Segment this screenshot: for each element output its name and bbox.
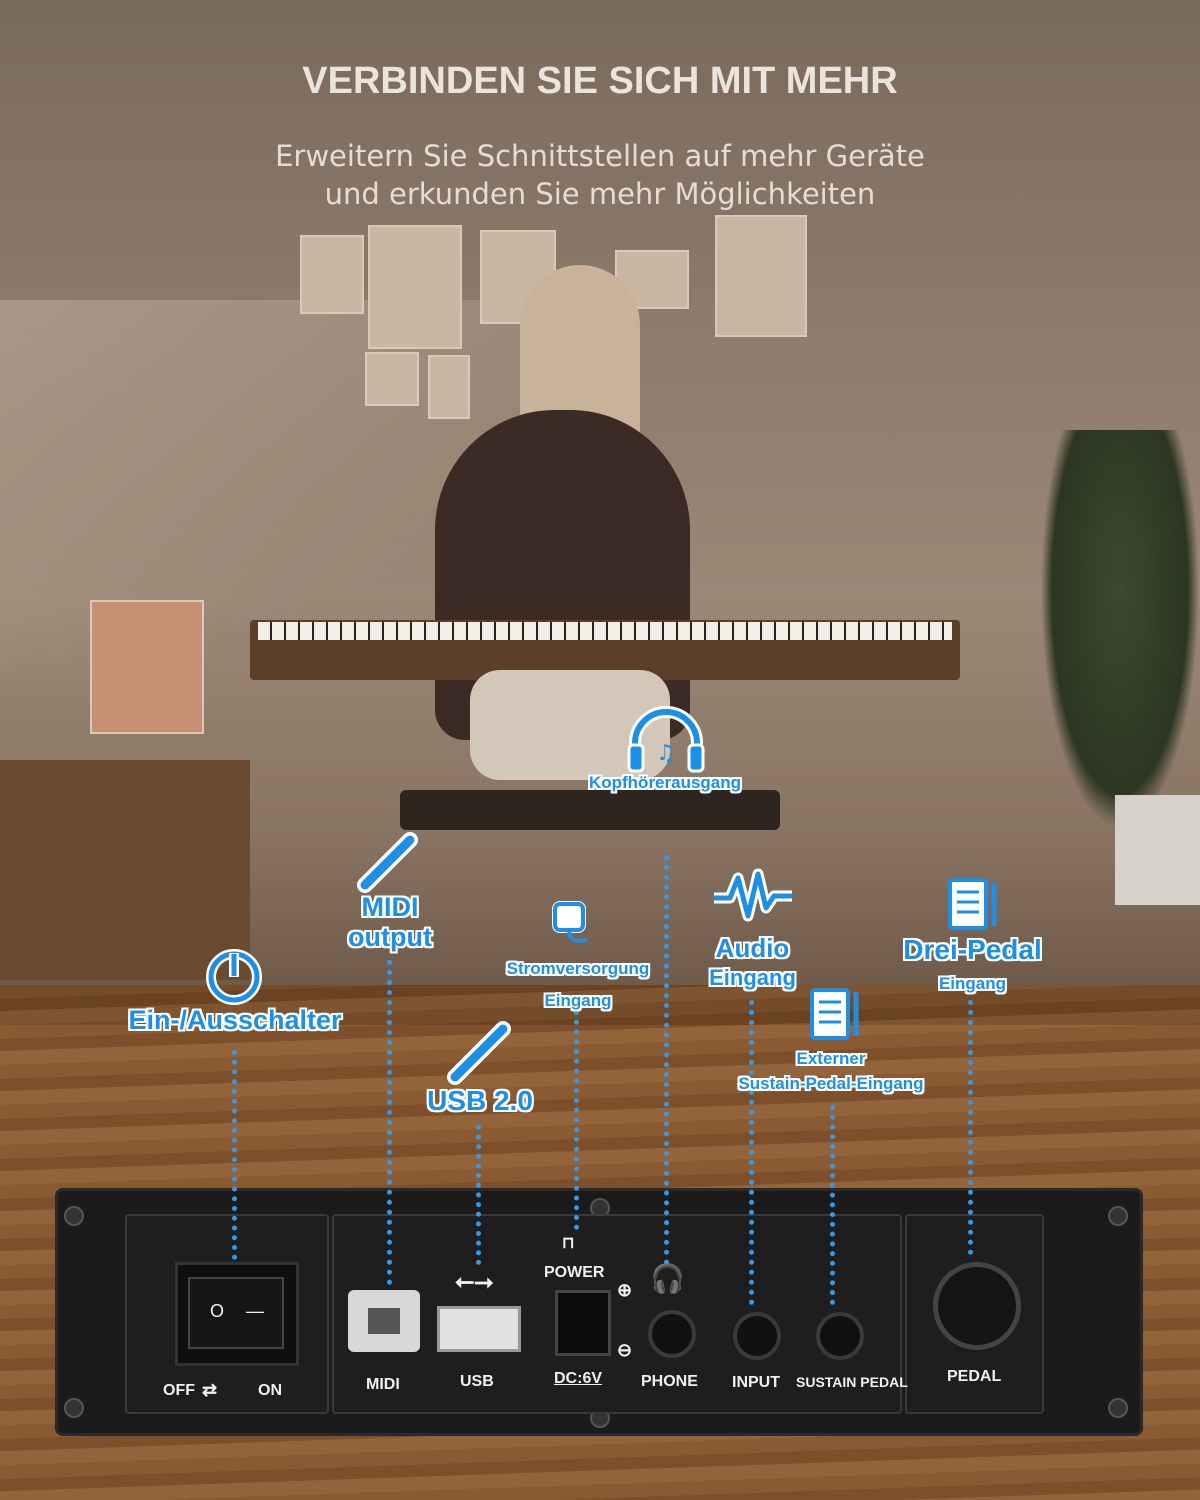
connector-line [476, 1125, 481, 1265]
screw-icon [1108, 1398, 1128, 1418]
connector-line [574, 1010, 579, 1230]
callout-audio: Audio Eingang [690, 933, 815, 993]
subtitle-line: und erkunden Sie mehr Möglichkeiten [324, 177, 876, 211]
callout-line: MIDI [361, 892, 419, 922]
label-power: POWER [544, 1264, 605, 1281]
piano-bench [400, 790, 780, 830]
label-on: ON [258, 1382, 282, 1399]
wall-poster [300, 235, 364, 314]
label-off: OFF [163, 1382, 195, 1399]
page-title: VERBINDEN SIE SICH MIT MEHR [302, 60, 898, 102]
callout-midi: MIDI output [330, 892, 450, 952]
connector-line [387, 960, 392, 1285]
cable-icon [357, 832, 418, 893]
callout-usb: USB 2.0 [427, 1085, 533, 1116]
callout-line: Eingang [709, 965, 796, 990]
screw-icon [64, 1398, 84, 1418]
wall-poster [715, 215, 807, 337]
usb-symbol-icon: ⭠⭢ [455, 1268, 494, 1295]
usb-cable-icon [447, 1021, 511, 1085]
connector-line [664, 855, 669, 1265]
phone-jack[interactable] [648, 1310, 696, 1358]
wall-poster [365, 352, 419, 406]
pedal-device-icon [810, 988, 859, 1040]
wall-poster [428, 355, 470, 419]
subtitle-line: Erweitern Sie Schnittstellen auf mehr Ge… [275, 139, 925, 173]
power-icon [206, 949, 262, 1005]
screw-icon [64, 1206, 84, 1226]
connector-line [830, 1105, 835, 1305]
label-phone: PHONE [641, 1373, 698, 1390]
callout-line: Eingang [938, 974, 1007, 993]
switch-off-mark: O [210, 1301, 225, 1321]
callout-line: output [348, 922, 432, 952]
label-sustain: SUSTAIN PEDAL [796, 1374, 908, 1390]
screw-icon [1108, 1206, 1128, 1226]
page-subtitle: Erweitern Sie Schnittstellen auf mehr Ge… [0, 137, 1200, 213]
power-switch[interactable]: O — [175, 1262, 299, 1366]
polarity-icon: ⊖ [617, 1340, 633, 1360]
three-pedal-icon [948, 878, 997, 930]
callout-line: Stromversorgung [506, 959, 650, 978]
sustain-jack[interactable] [816, 1312, 864, 1360]
callout-power-switch: Ein-/Ausschalter [128, 1005, 342, 1035]
callout-line: Drei-Pedal [903, 934, 1042, 965]
connector-line [749, 1000, 754, 1305]
pedal-din-port[interactable] [933, 1262, 1021, 1350]
audio-wave-icon [714, 868, 792, 922]
label-midi: MIDI [366, 1376, 400, 1393]
ports-section [332, 1214, 902, 1414]
label-input: INPUT [732, 1374, 780, 1391]
callout-power-supply: Stromversorgung Eingang [478, 953, 678, 1017]
dc-jack[interactable] [555, 1290, 611, 1356]
switch-on-mark: — [246, 1301, 264, 1321]
headphone-icon: 🎧 [650, 1263, 685, 1294]
label-dc: DC:6V [554, 1370, 603, 1387]
connector-line [968, 1000, 973, 1255]
plant-pot [1115, 795, 1200, 905]
power-adapter-icon [552, 901, 588, 943]
callout-sustain: Externer Sustain-Pedal-Eingang [700, 1046, 962, 1096]
piano-keys [258, 622, 952, 640]
callout-headphone: Kopfhörerausgang [588, 773, 742, 792]
connector-line [232, 1050, 237, 1260]
rocker[interactable]: O — [188, 1277, 284, 1349]
callout-line: Audio [715, 933, 790, 963]
midi-port[interactable] [348, 1290, 420, 1352]
polarity-icon: ⊕ [617, 1280, 633, 1300]
callout-line: Eingang [544, 991, 612, 1010]
plant [1040, 430, 1200, 830]
label-pedal: PEDAL [947, 1368, 1002, 1385]
wall-poster [368, 225, 462, 349]
callout-line: Externer [796, 1049, 866, 1068]
svg-text:♫: ♫ [656, 741, 676, 766]
input-jack[interactable] [733, 1312, 781, 1360]
usb-port[interactable] [437, 1306, 521, 1352]
cabinet [0, 760, 250, 980]
callout-line: Sustain-Pedal-Eingang [738, 1074, 924, 1093]
callout-three-pedal: Drei-Pedal Eingang [870, 933, 1075, 1001]
framed-picture [90, 600, 204, 734]
label-usb: USB [460, 1373, 494, 1390]
headphone-callout-icon: ♫ [627, 706, 705, 773]
arrows-icon: ⇄ [202, 1380, 218, 1400]
power-plug-icon: ⊓ [562, 1235, 575, 1252]
